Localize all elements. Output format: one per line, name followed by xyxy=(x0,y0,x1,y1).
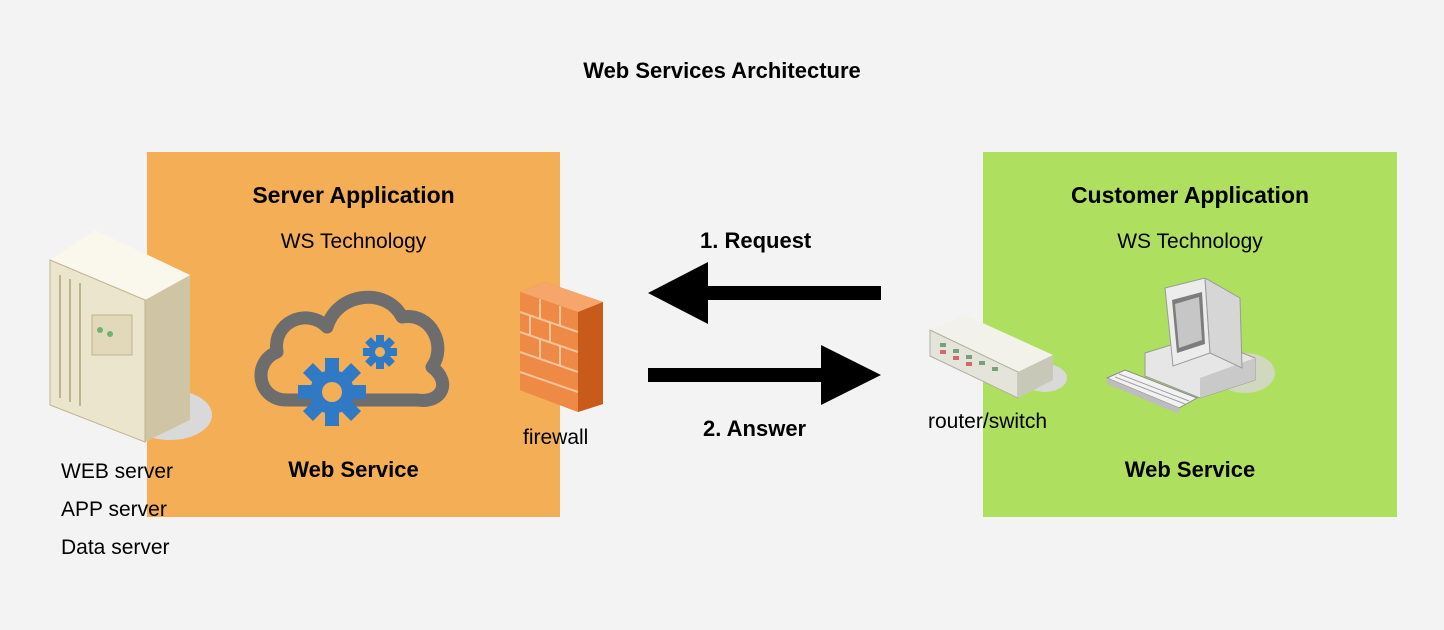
diagram-title: Web Services Architecture xyxy=(583,58,861,83)
customer-panel-title: Customer Application xyxy=(1070,182,1310,208)
cloud-gears-icon xyxy=(254,290,450,426)
desktop-computer-icon xyxy=(1105,278,1275,414)
router-switch-icon xyxy=(929,315,1067,399)
request-arrow xyxy=(648,262,881,324)
server-labels: WEB server APP server Data server xyxy=(61,460,173,574)
server-application-panel: Server Application WS Technology xyxy=(147,152,560,517)
app-server-label: APP server xyxy=(61,498,167,521)
server-tower-icon xyxy=(49,230,212,443)
server-panel-footer: Web Service xyxy=(288,457,419,482)
server-panel-subtitle: WS Technology xyxy=(280,230,427,253)
request-label: 1. Request xyxy=(700,228,812,253)
router-switch-label: router/switch xyxy=(928,410,1048,433)
firewall-icon xyxy=(519,282,603,412)
web-server-label: WEB server xyxy=(61,460,174,483)
answer-label: 2. Answer xyxy=(703,416,807,441)
customer-panel-subtitle: WS Technology xyxy=(1117,230,1263,253)
server-panel-title: Server Application xyxy=(252,182,455,208)
data-server-label: Data server xyxy=(61,536,170,559)
firewall-label: firewall xyxy=(523,426,589,449)
answer-arrow xyxy=(648,345,881,405)
customer-panel-footer: Web Service xyxy=(1124,457,1256,482)
